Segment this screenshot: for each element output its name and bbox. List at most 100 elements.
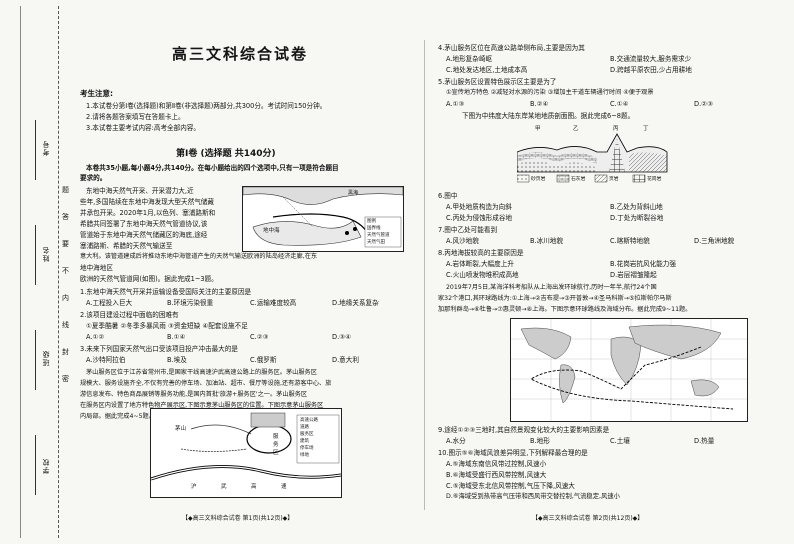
- section-label: 乙: [573, 126, 579, 132]
- part1-title: 第Ⅰ卷 (选择题 共140分): [176, 149, 276, 159]
- passage-line: 并承包开采。2020年1月,以色列、塞浦路斯和: [80, 209, 216, 217]
- section-label: 丁: [643, 126, 649, 132]
- passage-line: 在服务区内设置了地方特色物产展示区,下图示意茅山服务区的位置。下图示意茅山服务区: [80, 402, 324, 409]
- road-label: 速: [281, 484, 287, 490]
- legend-item: 国界线: [367, 226, 381, 231]
- school-label: 学校: [42, 458, 50, 474]
- world-route-map: [510, 318, 748, 422]
- class-line: [35, 330, 36, 390]
- question-3-stem: 3.未来下列国家天然气出口受该项目投产冲击最大的是: [80, 345, 238, 353]
- passage-line: 些年,多国陆续在东地中海发现大型天然气储藏: [80, 198, 214, 206]
- warning-char: 要: [62, 240, 69, 248]
- question-2-option: D.③④: [332, 333, 351, 341]
- question-8-option: D.岩层褶皱隆起: [610, 271, 657, 279]
- black-sea-label: 黑海: [348, 190, 359, 196]
- legend-item: 天然气田: [367, 240, 385, 245]
- passage-line: 管道始于东地中海天然气储藏区的海底,途经: [80, 231, 208, 239]
- passage-line: 茅山服务区位于江苏省常州市,是国家干线高速沪武高速公路上的服务区。茅山服务区: [86, 369, 317, 376]
- cut-line: [58, 6, 59, 538]
- passage-line: 塞浦路斯、希腊的天然气输送至: [80, 242, 173, 250]
- area-label: 服: [273, 434, 279, 440]
- question-10-option: D.⑥海域受到热带高气压带和西风带交替控制,气流稳定,风速小: [446, 493, 620, 500]
- passage-line: 欧洲的天然气管道网(如图)。据此完成1~3题。: [80, 275, 218, 283]
- page-title: 高三文科综合试卷: [172, 45, 309, 63]
- passage-line: 家32个港口,其环球路线为:①上海→②吉布提→③开普敦→④圣马科斯→⑤拉斯帕尔马…: [438, 295, 672, 302]
- legend-title: 图例: [367, 219, 376, 224]
- question-7-option: A.风沙地貌: [446, 237, 479, 245]
- right-page: 4.茅山服务区位在高速公路单侧布局,主要是因为其 A.地形复杂崎岖 B.交通流量…: [432, 0, 788, 544]
- question-2-option: C.②③: [250, 333, 269, 341]
- service-area-drawing: [150, 412, 342, 481]
- question-2-option: A.①②: [86, 333, 105, 341]
- question-5-items: ①宣传地方特色 ②减轻对水源的污染 ③增加主干道车辆通行时间 ④便于观景: [446, 89, 654, 96]
- passage-line: 2019年7月5日,某海洋科考船队从上海出发环球航行,历时一年半,航行24个国: [446, 284, 657, 291]
- notice-item: 3.本试卷主要考试内容:高考全部内容。: [86, 124, 201, 132]
- binding-margin: 考号 姓名 班级 学校 题 答 要 不 内 线 封 密: [0, 0, 72, 544]
- question-9-option: D.热量: [694, 437, 715, 445]
- passage-line: 希腊共同签署了东地中海天然气管道协议,该: [80, 220, 208, 228]
- question-6-option: C.丙处为侵蚀形成谷地: [446, 214, 513, 222]
- question-10-option: A.⑤海域东南信风带过控制,风速小: [446, 460, 547, 468]
- question-8-option: B.花岗岩抗风化能力强: [610, 260, 676, 268]
- warning-char: 封: [62, 348, 69, 356]
- question-9-option: C.土壤: [610, 437, 630, 445]
- pipeline-map-drawing: [242, 186, 404, 248]
- question-7-option: C.喀斯特地貌: [610, 237, 650, 245]
- question-4-option: C.地处发达地区,土地成本高: [446, 66, 528, 74]
- road-label: 武: [221, 484, 227, 490]
- question-4-option: D.跨越平原农田,少占用耕地: [610, 66, 692, 74]
- question-2-items: ①夏季酷暑 ②冬季多暴风雨 ③资金短缺 ④配套设施不足: [86, 322, 248, 330]
- warning-char: 答: [62, 213, 69, 221]
- legend-item: 天然气管道: [367, 233, 390, 238]
- question-5-stem: 5.茅山服务区设置特色展示区主要是为了: [438, 78, 557, 86]
- question-2-option: B.①④: [167, 333, 186, 341]
- question-6-option: B.乙处为背斜山地: [610, 203, 663, 211]
- question-7-option: D.三角洲地貌: [694, 237, 735, 245]
- passage-line: 规模大、服务设施齐全,不仅有完善的停车场、加油站、超市、餐厅等设施,还有游客中心…: [80, 380, 332, 387]
- question-4-option: B.交通流量较大,服务需求少: [610, 55, 692, 63]
- sea-label: 地中海: [263, 228, 280, 234]
- legend-item: 停车场: [300, 446, 314, 451]
- question-1-option: C.运输难度较高: [250, 299, 297, 307]
- legend-item: 道路: [300, 425, 309, 430]
- part1-intro: 本卷共35小题,每小题4分,共140分。在每小题给出的四个选项中,只有一项是符合…: [86, 164, 339, 172]
- passage-line: 东地中海天然气开采、开采潜力大,近: [86, 187, 194, 195]
- question-6-option: A.甲处地质构造为向斜: [446, 203, 512, 211]
- question-9-option: A.水分: [446, 437, 466, 445]
- passage-line: 地中海地区: [80, 264, 113, 272]
- page-footer: 【◆高三文科综合试卷 第2页(共12页)◆】: [532, 515, 644, 522]
- warning-char: 题: [62, 186, 69, 194]
- question-5-option: D.②③: [694, 100, 713, 108]
- question-10-stem: 10.图示⑤⑥海域风浪差异明显,下列解释最合理的是: [438, 449, 588, 457]
- question-5-option: B.②④: [530, 100, 549, 108]
- legend-item: 服务区: [300, 432, 314, 437]
- legend-item: 石灰岩: [571, 177, 586, 182]
- page-footer: 【◆高三文科综合试卷 第1页(共12页)◆】: [182, 515, 294, 522]
- question-3-option: C.俄罗斯: [250, 356, 277, 364]
- passage-line: 游信息发布、特色商品展销等服务功能,是国内首批'旅游+服务区'之一。茅山服务区: [80, 391, 308, 398]
- question-10-option: C.⑤海域受东北信风带控制,气压下降,风速大: [446, 482, 575, 490]
- question-5-option: C.①④: [610, 100, 629, 108]
- question-9-option: B.地形: [530, 437, 550, 445]
- question-7-stem: 7.图中乙处可能看到: [438, 226, 498, 234]
- passage-line: 下图为中纬度大陆东岸某地地质剖面图。据此完成6~8题。: [462, 112, 635, 120]
- question-3-option: B.埃及: [167, 356, 187, 364]
- name-line: [35, 225, 36, 285]
- geologic-section-drawing: [516, 133, 668, 183]
- passage-line: 加那利群岛→⑥杜鲁→⑦惠灵顿→⑧上海。下图示意环球路线及海域分布。据此完成9~1…: [438, 306, 692, 313]
- question-1-option: A.工程投入巨大: [86, 299, 133, 307]
- road-label: 沪: [191, 484, 197, 490]
- column-divider: [424, 40, 425, 510]
- question-1-option: D.地缘关系复杂: [332, 299, 379, 307]
- warning-char: 线: [62, 321, 69, 329]
- legend-item: 高速公路: [300, 418, 318, 423]
- section-label: 甲: [535, 126, 541, 132]
- area-label: 务: [273, 442, 279, 448]
- question-10-option: B.⑥海域受盛行西风带控制,风速大: [446, 471, 547, 479]
- class-label: 班级: [42, 350, 50, 366]
- mountain-label: 茅山: [175, 426, 187, 432]
- part1-intro: 要求的。: [80, 174, 107, 182]
- legend-item: 砂页岩: [531, 177, 546, 182]
- warning-char: 密: [62, 375, 69, 383]
